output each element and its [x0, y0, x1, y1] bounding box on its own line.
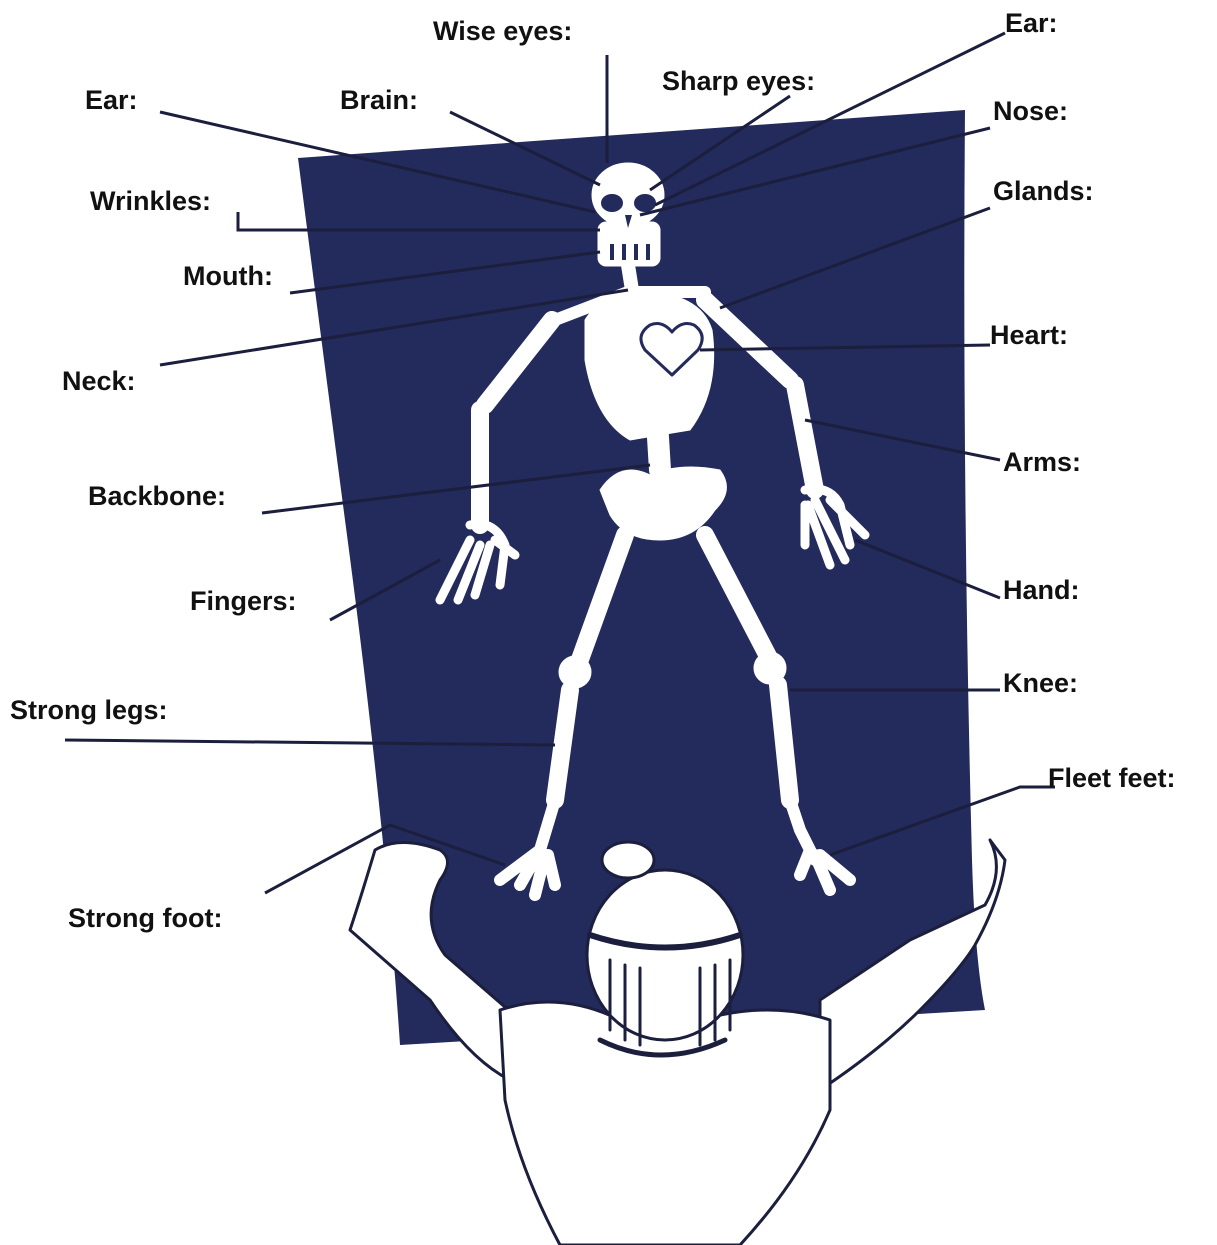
label-fingers: Fingers:: [190, 588, 297, 615]
label-backbone: Backbone:: [88, 483, 226, 510]
right-shin: [778, 685, 790, 800]
label-heart: Heart:: [990, 322, 1068, 349]
label-glands: Glands:: [993, 178, 1094, 205]
label-knee: Knee:: [1003, 670, 1078, 697]
label-sharp-eyes: Sharp eyes:: [662, 68, 815, 95]
label-wise-eyes: Wise eyes:: [433, 18, 572, 45]
label-ear-right: Ear:: [1005, 10, 1058, 37]
label-fleet-feet: Fleet feet:: [1048, 765, 1176, 792]
label-nose: Nose:: [993, 98, 1068, 125]
label-arms: Arms:: [1003, 449, 1081, 476]
label-mouth: Mouth:: [183, 263, 273, 290]
label-neck: Neck:: [62, 368, 136, 395]
label-strong-foot: Strong foot:: [68, 905, 222, 932]
label-wrinkles: Wrinkles:: [90, 188, 211, 215]
label-strong-legs: Strong legs:: [10, 697, 168, 724]
label-brain: Brain:: [340, 87, 418, 114]
label-ear-left: Ear:: [85, 87, 138, 114]
label-hand: Hand:: [1003, 577, 1080, 604]
person-hair-bun: [602, 842, 654, 878]
